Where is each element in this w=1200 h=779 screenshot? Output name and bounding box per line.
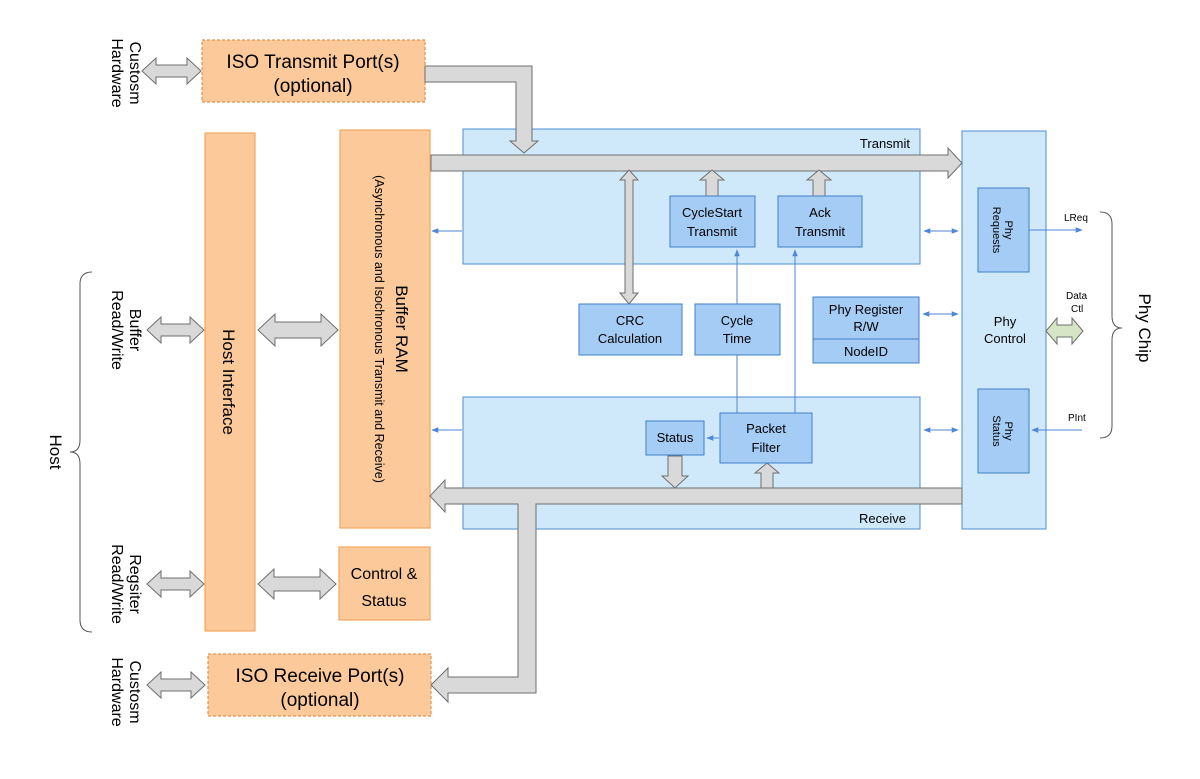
receive-block	[462, 396, 921, 530]
custom-hardware-bottom-line2: Hardware	[108, 657, 125, 726]
phy-status-box	[977, 388, 1030, 474]
cycle-time-label-1: Cycle	[721, 313, 754, 328]
host-control-double-arrow	[257, 567, 337, 601]
transmit-main-bus-arrow	[430, 146, 963, 180]
phy-chip-label: Phy Chip	[1135, 294, 1154, 363]
pint-label: PInt	[1068, 413, 1086, 424]
status-down-arrow	[660, 455, 690, 489]
packet-filter-up-arrow	[753, 462, 781, 489]
phy-register-label-2: R/W	[853, 319, 879, 334]
status-box	[645, 420, 705, 456]
receive-title: Receive	[859, 511, 906, 526]
crc-label-2: Calculation	[598, 331, 662, 346]
phy-control-label-1: Phy	[994, 314, 1017, 329]
transmit-bus-arrow	[424, 65, 540, 154]
phy-register-label-1: Phy Register	[829, 302, 904, 317]
custom-hardware-top-line1: Custosm	[126, 41, 143, 104]
data-ctl-double-arrow	[1045, 316, 1084, 346]
control-status-line1: Control &	[351, 566, 418, 583]
receive-main-bus-arrow	[429, 478, 963, 704]
register-rw-line2: Read/Write	[108, 544, 125, 624]
custom-hw-top-double-arrow	[141, 56, 202, 86]
lreq-label: LReq	[1064, 213, 1088, 224]
control-status-block	[338, 546, 431, 621]
host-interface-block	[204, 132, 256, 632]
iso-receive-label: ISO Receive Port(s)	[236, 666, 405, 687]
cyclestart-label-2: Transmit	[687, 224, 737, 239]
phy-chip-brace	[1099, 211, 1123, 439]
iso-transmit-optional: (optional)	[273, 76, 352, 97]
cyclestart-transmit-box	[669, 195, 756, 248]
buffer-ram-subtitle: (Asynchronous and Isochronous Transmit a…	[372, 175, 386, 483]
host-brace	[69, 271, 93, 633]
phy-control-label-2: Control	[984, 331, 1026, 346]
phy-status-line2: Status	[990, 415, 1002, 447]
phy-register-box	[812, 296, 920, 364]
ack-label-2: Transmit	[795, 224, 845, 239]
packet-filter-box	[719, 412, 813, 464]
buffer-rw-line1: Buffer	[126, 309, 143, 352]
data-label: Data	[1066, 291, 1088, 302]
buffer-ram-label: Buffer RAM	[392, 285, 411, 373]
iso-receive-optional: (optional)	[280, 690, 359, 711]
custom-hardware-top-line2: Hardware	[108, 38, 125, 107]
packet-filter-label-1: Packet	[746, 421, 786, 436]
buffer-rw-double-arrow	[146, 315, 205, 345]
custom-hw-bottom-double-arrow	[146, 670, 206, 700]
phy-status-line1: Phy	[1002, 422, 1014, 441]
ctl-label: Ctl	[1071, 304, 1083, 315]
cycle-time-label-2: Time	[723, 331, 751, 346]
transmit-title: Transmit	[860, 136, 910, 151]
iso-transmit-label: ISO Transmit Port(s)	[226, 52, 399, 73]
iso-receive-port-block	[207, 653, 432, 717]
phy-requests-line2: Requests	[990, 207, 1002, 254]
buffer-rw-line2: Read/Write	[108, 290, 125, 370]
ack-transmit-box	[777, 195, 863, 248]
buffer-ram-block	[339, 129, 431, 529]
host-interface-label: Host Interface	[219, 329, 238, 435]
cycle-time-box	[694, 303, 781, 356]
host-buffer-double-arrow	[257, 312, 339, 348]
status-label: Status	[657, 430, 694, 445]
crc-label-1: CRC	[616, 313, 644, 328]
custom-hardware-bottom-line1: Custosm	[126, 660, 143, 723]
phy-requests-box	[977, 187, 1030, 273]
register-rw-line1: Regsiter	[126, 554, 143, 614]
ack-label-1: Ack	[809, 205, 831, 220]
crc-calculation-box	[578, 303, 683, 356]
cyclestart-label-1: CycleStart	[682, 205, 742, 220]
node-id-label: NodeID	[844, 344, 888, 359]
packet-filter-label-2: Filter	[752, 440, 782, 455]
control-status-line2: Status	[361, 593, 406, 610]
iso-transmit-port-block	[201, 39, 426, 103]
register-rw-double-arrow	[146, 569, 205, 599]
host-label: Host	[46, 435, 65, 470]
phy-requests-line1: Phy	[1002, 221, 1014, 240]
